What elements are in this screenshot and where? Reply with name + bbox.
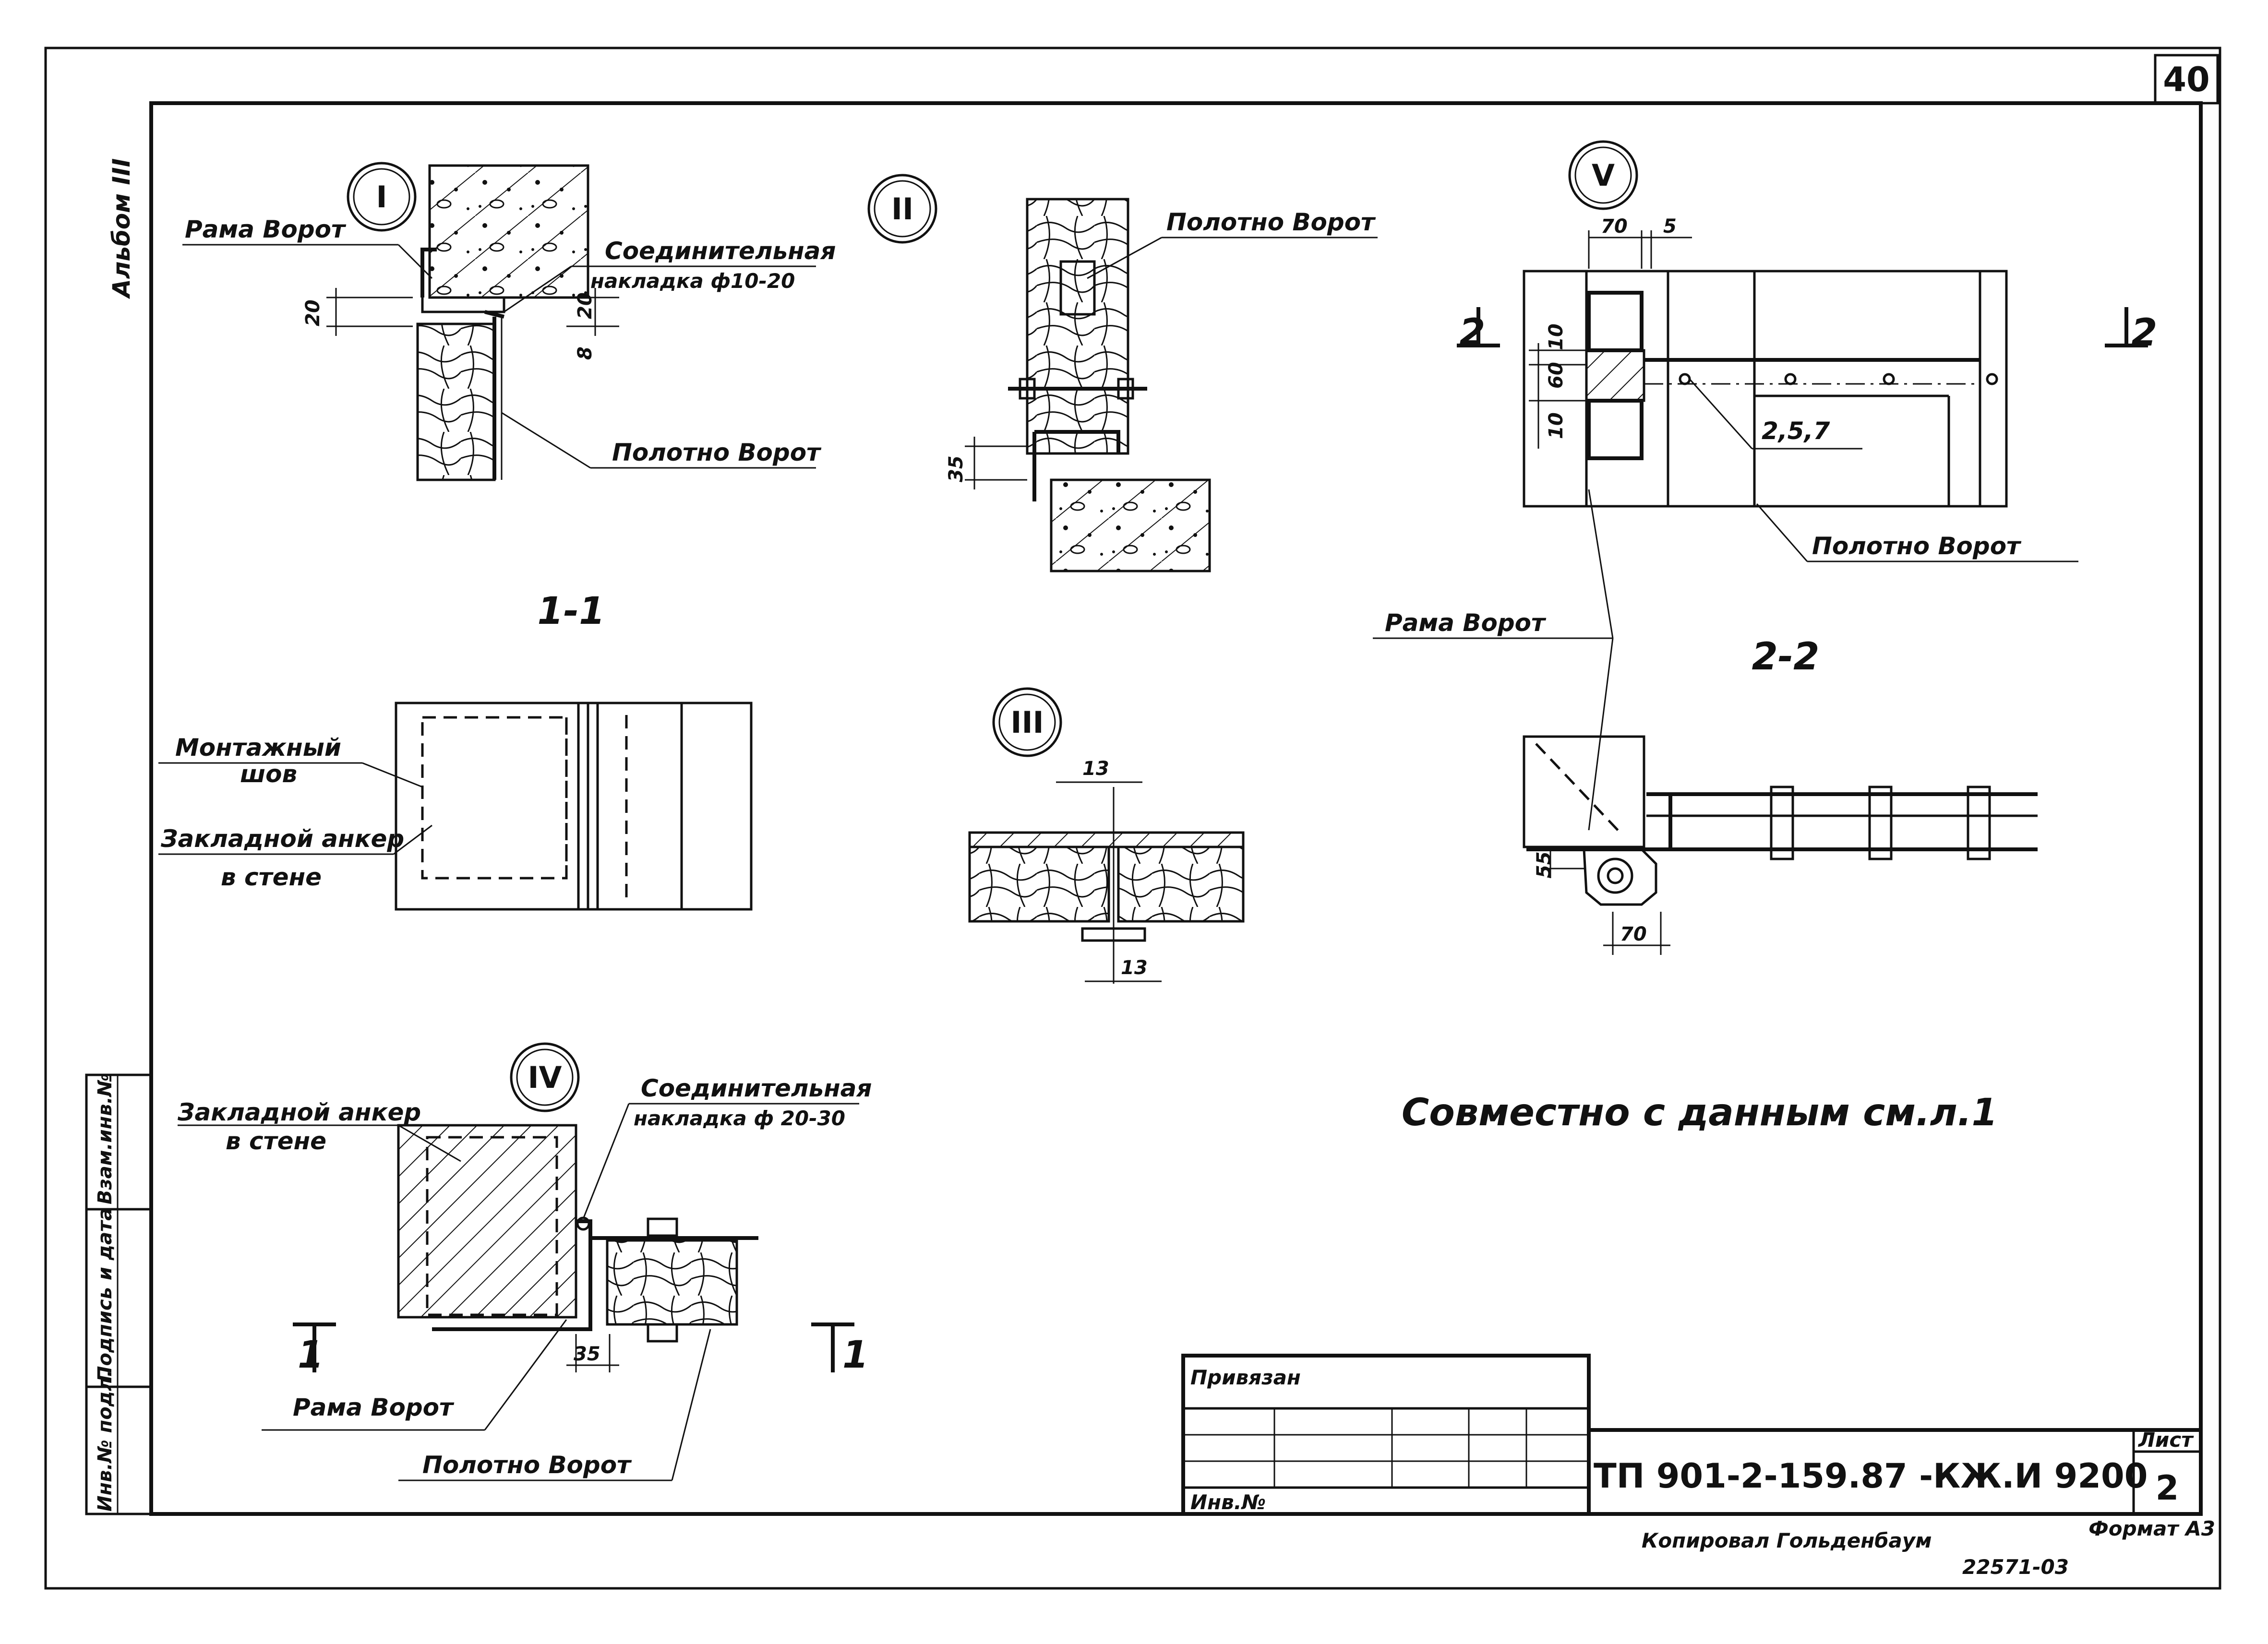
detail-V-marker-text: V — [1592, 158, 1615, 193]
detail-II-marker — [867, 174, 937, 244]
detail-IV-label-anchor-1: Закладной анкер — [177, 1098, 421, 1126]
title-block: Привязан Инв.№ ТП 901-2-159.87 -КЖ.И 920… — [1181, 1354, 2203, 1516]
title-block-inv-no: Инв.№ — [1190, 1490, 1266, 1514]
detail-V-label-frame: Рама Ворот — [1385, 609, 1547, 637]
detail-IV-label-plate-1: Соединительная — [641, 1074, 872, 1102]
detail-IV-cut-left: 1 — [298, 1334, 324, 1377]
detail-III-wood-left — [968, 846, 1110, 923]
detail-II-label-panel: Полотно Ворот — [1166, 208, 1376, 236]
detail-II: II 35 Полотно Ворот — [867, 174, 1378, 572]
section-2-2-dim-55: 55 — [1533, 851, 1555, 878]
detail-I-label-panel: Полотно Ворот — [612, 439, 822, 466]
detail-V-dim-60: 60 — [1545, 362, 1567, 389]
detail-I-marker — [347, 162, 417, 232]
detail-V-label-panel: Полотно Ворот — [1812, 532, 2022, 560]
detail-IV-cut-right: 1 — [842, 1334, 868, 1377]
detail-V-cut-right: 2 — [2131, 311, 2157, 355]
detail-I-label-plate-2: накладка ф10-20 — [590, 269, 795, 293]
detail-I-dim-20: 20 — [302, 299, 324, 326]
detail-II-dim-35: 35 — [945, 455, 967, 482]
section-2-2-wall — [1523, 735, 1645, 848]
detail-II-marker-text: II — [891, 191, 913, 226]
note-see-sheet-1: Совместно с данным см.л.1 — [1402, 1091, 1998, 1134]
inventory-code: 22571-03 — [1962, 1555, 2069, 1579]
detail-V-marker — [1568, 140, 1638, 210]
section-2-2-dim-70: 70 — [1620, 923, 1647, 945]
detail-IV-label-plate-2: накладка ф 20-30 — [634, 1107, 845, 1130]
section-1-1-title: 1-1 — [538, 590, 605, 633]
detail-V-dim-70: 70 — [1601, 215, 1628, 238]
section-1-1-label-anchor-1: Закладной анкер — [160, 825, 404, 853]
detail-I-dim-8: 8 — [574, 346, 596, 360]
detail-I-concrete — [428, 164, 589, 299]
detail-IV-marker-text: IV — [528, 1060, 562, 1095]
title-block-list-number: 2 — [2156, 1468, 2179, 1508]
detail-IV-panel — [606, 1239, 738, 1326]
detail-IV: IV 35 1 1 Закладной анкер в стене Соедин… — [177, 1042, 872, 1481]
title-block-privyazan: Привязан — [1190, 1366, 1301, 1389]
section-1-1-label-anchor-2: в стене — [221, 863, 322, 891]
side-stamp: Взам.инв.№ Подпись и дата Инв.№ подл. — [85, 1073, 153, 1515]
detail-I-marker-text: I — [376, 179, 387, 214]
copied-by: Копировал Гольденбаум — [1642, 1529, 1932, 1552]
detail-III-dim-top: 13 — [1082, 758, 1109, 780]
detail-I-label-frame: Рама Ворот — [185, 215, 347, 243]
page-number-box — [2154, 54, 2219, 105]
section-1-1-label-weld-2: шов — [240, 760, 297, 788]
page-number: 40 — [2163, 60, 2209, 99]
section-1-1-outline — [395, 702, 753, 911]
detail-II-wood — [1026, 198, 1129, 455]
detail-III-marker — [992, 687, 1062, 757]
section-2-2-title: 2-2 — [1752, 635, 1820, 679]
inner-frame — [149, 101, 2203, 1516]
section-1-1-label-weld-1: Монтажный — [175, 734, 341, 762]
detail-V-dim-10b: 10 — [1545, 412, 1567, 439]
stamp-inv-podl: Инв.№ подл. — [94, 1370, 116, 1512]
stamp-vzam-inv: Взам.инв.№ — [94, 1073, 116, 1204]
detail-IV-anchor — [397, 1124, 577, 1319]
detail-I: I 20 20 8 Рама Ворот Соединительная накл… — [182, 162, 836, 481]
detail-III-marker-text: III — [1010, 705, 1044, 740]
detail-II-concrete — [1050, 478, 1211, 572]
detail-I-label-plate-1: Соединительная — [605, 237, 836, 265]
detail-V: V 70 5 10 60 10 2 — [1373, 140, 2157, 831]
format-label: Формат А3 — [2088, 1517, 2215, 1540]
section-2-2: 2-2 55 70 — [1523, 635, 2038, 955]
outer-frame — [44, 47, 2221, 1590]
section-1-1: 1-1 Монтажный шов Закладной анкер в стен… — [158, 590, 753, 911]
stamp-podpis-data: Подпись и дата — [94, 1208, 116, 1382]
detail-V-cut-left: 2 — [1459, 311, 1485, 355]
detail-III-dim-bottom: 13 — [1121, 957, 1148, 979]
detail-IV-marker — [510, 1042, 580, 1112]
detail-III: III 13 13 — [968, 687, 1245, 984]
title-block-list-label: Лист — [2137, 1428, 2194, 1452]
detail-V-label-bolts: 2,5,7 — [1762, 417, 1830, 445]
detail-IV-label-panel: Полотно Ворот — [422, 1451, 632, 1479]
detail-V-dim-5: 5 — [1663, 215, 1677, 238]
detail-IV-label-anchor-2: в стене — [226, 1127, 326, 1155]
title-block-designation: ТП 901-2-159.87 -КЖ.И 9200 — [1594, 1456, 2148, 1496]
detail-V-dim-10a: 10 — [1545, 323, 1567, 350]
detail-I-dim-20b: 20 — [574, 292, 596, 319]
album-label: Альбом III — [108, 158, 135, 299]
detail-I-wood — [416, 322, 496, 481]
detail-V-outline — [1523, 270, 2008, 508]
detail-IV-dim-35: 35 — [574, 1343, 600, 1365]
detail-IV-label-frame: Рама Ворот — [293, 1394, 455, 1421]
detail-III-wood-right — [1117, 846, 1245, 923]
